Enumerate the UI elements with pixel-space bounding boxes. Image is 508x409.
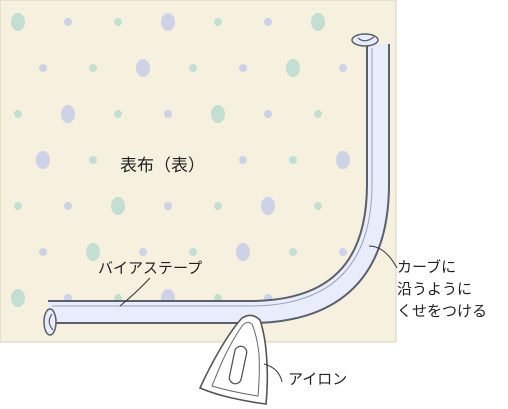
fabric-dot <box>39 248 47 256</box>
label-iron: アイロン <box>288 370 347 388</box>
fabric-dot <box>211 105 225 123</box>
fabric-dot <box>264 18 272 26</box>
fabric-dot <box>289 248 297 256</box>
fabric-dot <box>261 197 275 215</box>
fabric-dot <box>286 59 300 77</box>
bias-tape-end-top-curl <box>357 36 375 42</box>
fabric-dot <box>214 202 222 210</box>
fabric-dot <box>89 156 97 164</box>
fabric-dot <box>164 202 172 210</box>
iron-inner-outline <box>211 321 260 397</box>
fabric-dot <box>336 151 350 169</box>
label-fabric: 表布（表） <box>120 156 205 176</box>
label-curve-note-line2: 沿うように <box>397 280 472 298</box>
fabric-dot <box>214 18 222 26</box>
label-curve-note-line3: くせをつける <box>397 302 487 320</box>
bias-tape-end-left <box>43 308 57 336</box>
leader-line-iron <box>263 363 283 383</box>
label-bias-tape: バイアステープ <box>98 259 202 277</box>
fabric-dot <box>139 248 147 256</box>
fabric-dot <box>314 110 322 118</box>
fabric-dot <box>189 248 197 256</box>
fabric-dot <box>236 243 250 261</box>
bias-tape-fold-line <box>52 48 373 307</box>
fabric-dot <box>111 197 125 215</box>
fabric-dot <box>189 64 197 72</box>
fabric-dot <box>264 110 272 118</box>
fabric-dot <box>61 105 75 123</box>
fabric-dot <box>314 202 322 210</box>
fabric-dot <box>11 289 25 307</box>
fabric-dot <box>339 248 347 256</box>
fabric-dot <box>114 110 122 118</box>
bias-tape-body <box>48 44 388 322</box>
fabric-dots <box>11 13 350 307</box>
fabric-dot <box>239 64 247 72</box>
iron-handle-slot <box>228 345 248 385</box>
leader-line-curve-note <box>368 245 398 269</box>
bias-tape-end-left-curl <box>48 313 54 331</box>
fabric-dot <box>136 59 150 77</box>
fabric-dot <box>339 64 347 72</box>
fabric-dot <box>164 110 172 118</box>
iron-icon <box>198 314 269 405</box>
fabric-dot <box>36 151 50 169</box>
fabric-dot <box>89 64 97 72</box>
fabric-dot <box>114 18 122 26</box>
leader-line-bias-tape <box>119 277 151 307</box>
fabric-dot <box>39 64 47 72</box>
fabric-dot <box>311 13 325 31</box>
fabric-dot <box>64 202 72 210</box>
fabric-dot <box>161 13 175 31</box>
fabric-dot <box>239 156 247 164</box>
fabric-dot <box>86 243 100 261</box>
fabric-dot <box>64 18 72 26</box>
fabric-dot <box>14 110 22 118</box>
fabric-dot <box>11 13 25 31</box>
bias-tape-end-top <box>351 33 379 47</box>
fabric-dot <box>14 202 22 210</box>
label-curve-note-line1: カーブに <box>397 258 456 276</box>
fabric-dot <box>289 156 297 164</box>
